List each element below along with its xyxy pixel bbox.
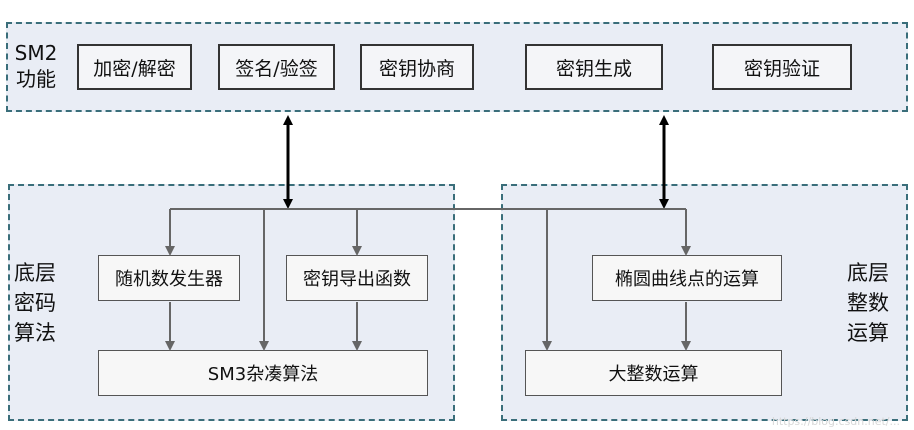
integer-label-line2: 整数	[847, 291, 889, 315]
integer-label-line3: 运算	[847, 321, 889, 345]
crypto-label-line1: 底层	[14, 261, 56, 285]
elliptic-curve-point-ops-box: 椭圆曲线点的运算	[592, 255, 782, 301]
key-generation-box: 密钥生成	[525, 44, 663, 90]
crypto-label-line3: 算法	[14, 321, 56, 345]
random-number-generator-box: 随机数发生器	[98, 255, 240, 301]
sm2-label-line2: 功能	[16, 67, 56, 91]
key-derivation-function-box: 密钥导出函数	[286, 255, 428, 301]
sm2-functions-label: SM2 功能	[10, 40, 62, 92]
key-agreement-box: 密钥协商	[360, 44, 474, 90]
sm2-label-line1: SM2	[14, 41, 58, 65]
crypto-algorithms-label: 底层 密码 算法	[12, 258, 58, 348]
integer-label-line1: 底层	[847, 261, 889, 285]
big-integer-ops-box: 大整数运算	[525, 350, 782, 396]
sm3-hash-box: SM3杂凑算法	[98, 350, 428, 396]
crypto-label-line2: 密码	[14, 291, 56, 315]
sign-verify-box: 签名/验签	[218, 44, 335, 90]
watermark: https://blog.csdn.net/...	[771, 415, 900, 428]
key-validation-box: 密钥验证	[712, 44, 852, 90]
integer-arithmetic-label: 底层 整数 运算	[840, 258, 896, 348]
encrypt-decrypt-box: 加密/解密	[77, 44, 192, 90]
